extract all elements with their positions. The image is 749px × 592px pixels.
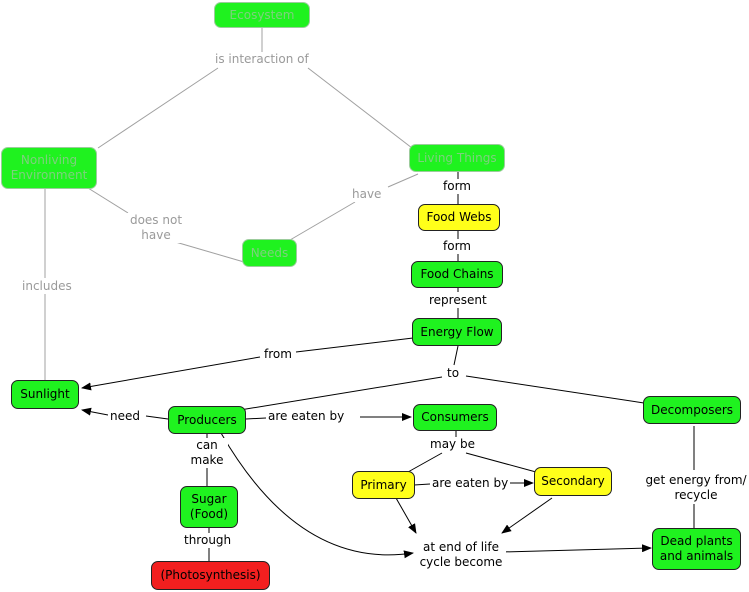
line-primary-to-eatenby2: [413, 483, 431, 486]
line-maybe-to-primary: [407, 452, 443, 473]
label-represent: represent: [427, 293, 489, 308]
node-sugar-food[interactable]: Sugar (Food): [180, 486, 238, 528]
node-sunlight[interactable]: Sunlight: [11, 380, 79, 409]
line-energyflow-to-from: [295, 337, 414, 353]
line-producers-to-eatenby: [245, 417, 267, 420]
label-form-2: form: [441, 239, 473, 254]
node-photosynthesis[interactable]: (Photosynthesis): [151, 561, 270, 590]
node-decomposers[interactable]: Decomposers: [643, 396, 741, 424]
arrow-secondary-to-endoflife: [501, 497, 553, 534]
label-does-not-have: does not have: [124, 213, 188, 243]
node-energy-flow[interactable]: Energy Flow: [412, 318, 502, 346]
line-nonliving-to-doesnot: [87, 187, 129, 214]
label-to: to: [445, 366, 462, 381]
label-get-energy-recycle: get energy from/ recycle: [640, 473, 749, 503]
line-label-to-living: [307, 67, 413, 149]
label-end-of-life-cycle: at end of life cycle become: [416, 540, 506, 570]
line-to-to-producers: [239, 376, 443, 411]
node-ecosystem[interactable]: Ecosystem: [214, 2, 310, 28]
arrow-need-to-sunlight: [81, 407, 109, 416]
line-have-to-needs: [289, 201, 356, 241]
line-producers-to-need: [145, 415, 169, 420]
line-label-to-nonliving: [97, 67, 219, 149]
node-secondary[interactable]: Secondary: [534, 467, 612, 496]
arrow-from-to-sunlight: [81, 356, 261, 391]
node-producers[interactable]: Producers: [168, 406, 246, 434]
label-form-1: form: [441, 179, 473, 194]
node-living-things[interactable]: Living Things: [409, 144, 505, 172]
label-are-eaten-by-1: are eaten by: [266, 409, 347, 424]
label-have: have: [350, 187, 384, 202]
node-food-webs[interactable]: Food Webs: [418, 204, 500, 231]
line-to-to-decomposers: [465, 375, 645, 404]
node-needs[interactable]: Needs: [242, 239, 297, 267]
node-food-chains[interactable]: Food Chains: [411, 261, 503, 288]
label-may-be: may be: [428, 437, 477, 452]
label-from: from: [262, 347, 294, 362]
node-consumers[interactable]: Consumers: [413, 404, 497, 431]
arrow-primary-to-endoflife: [395, 497, 417, 534]
label-need: need: [108, 409, 142, 424]
line-maybe-to-secondary: [465, 452, 537, 473]
line-doesnot-to-needs: [171, 240, 245, 263]
arrow-endoflife-to-dead: [501, 544, 652, 553]
node-nonliving-environment[interactable]: Nonliving Environment: [1, 147, 97, 189]
line-living-to-have: [387, 173, 419, 188]
label-through: through: [182, 533, 234, 548]
label-is-interaction-of: is interaction of: [213, 52, 311, 67]
label-can-make: can make: [186, 438, 228, 468]
node-dead-plants-animals[interactable]: Dead plants and animals: [652, 528, 741, 570]
line-energyflow-to-to: [453, 345, 459, 366]
node-primary[interactable]: Primary: [352, 471, 415, 499]
label-are-eaten-by-2: are eaten by: [430, 476, 511, 491]
label-includes: includes: [20, 279, 74, 294]
arrow-producers-to-endoflife: [220, 432, 414, 559]
